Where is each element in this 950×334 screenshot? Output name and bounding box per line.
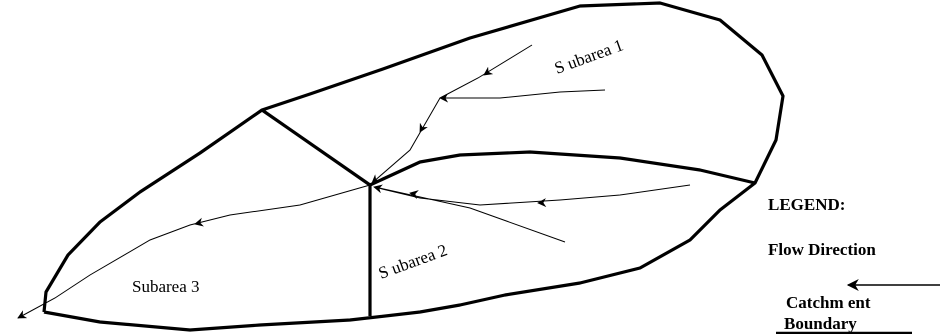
catchment-boundary-outer (42, 1, 785, 332)
flow-path-main (17, 184, 371, 319)
subarea-2-label: S ubarea 2 (376, 240, 450, 282)
subarea-1-label: S ubarea 1 (552, 35, 626, 77)
flow-path-subarea2-east (373, 184, 691, 206)
legend-catchment-label-line2: Boundary (784, 314, 857, 333)
subarea-boundary-1-3 (261, 108, 371, 187)
subarea-3-label: Subarea 3 (132, 277, 200, 296)
legend-title: LEGEND: (768, 195, 845, 214)
legend-flow-direction-label: Flow Direction (768, 240, 876, 259)
flow-path-subarea1-down (371, 97, 441, 184)
flow-path-subarea2-south (374, 186, 566, 243)
flow-path-subarea1-upper (439, 89, 606, 103)
subarea-boundary-1-2 (369, 150, 756, 187)
flow-path-subarea1-ridge (439, 44, 533, 99)
legend-catchment-label-line1: Catchm ent (786, 293, 871, 312)
